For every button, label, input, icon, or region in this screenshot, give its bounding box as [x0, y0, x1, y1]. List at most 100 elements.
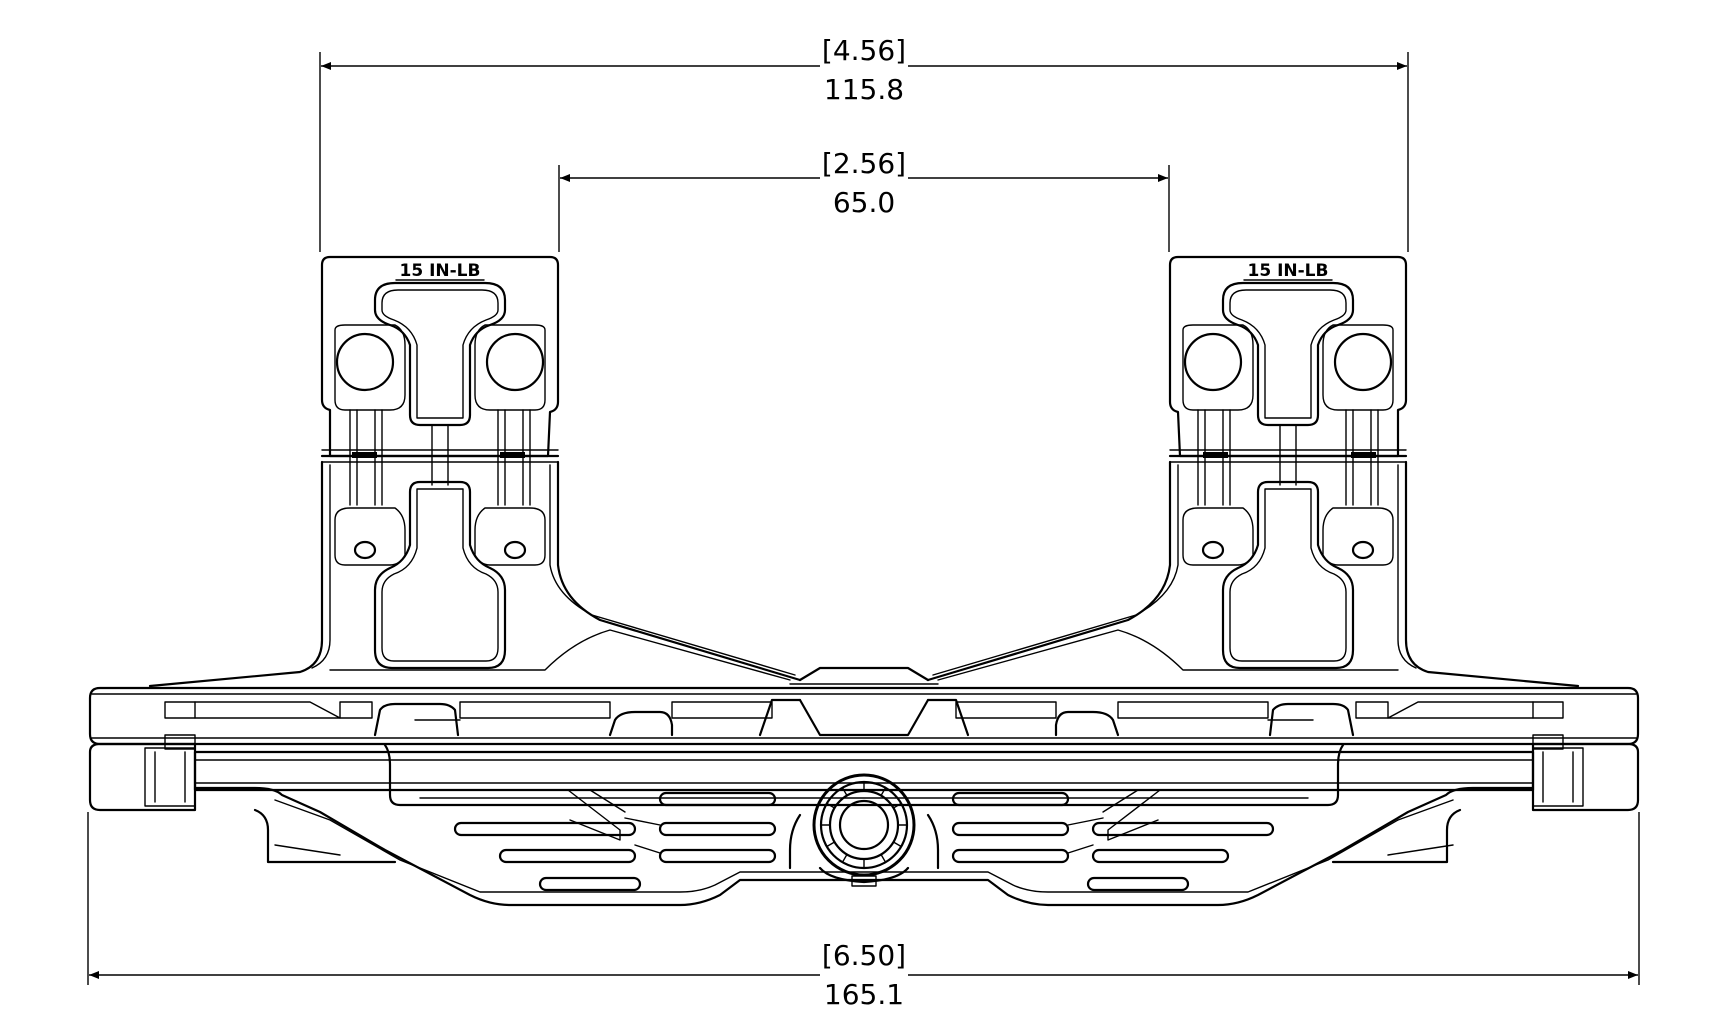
knob-ring	[819, 780, 909, 870]
knob-center	[838, 799, 890, 851]
slot	[951, 791, 1070, 807]
dimension-value-inch: [4.56]	[822, 34, 906, 67]
t-slot-upper	[373, 281, 507, 427]
slot	[453, 821, 637, 837]
knob-tooth	[880, 853, 887, 863]
knob-tooth	[880, 787, 887, 797]
dimension-inner-spacing: [2.56] 65.0	[558, 147, 1170, 252]
screw-hole	[1351, 540, 1375, 560]
t-slot-lower-inner	[381, 488, 499, 662]
rail-slot	[1387, 701, 1534, 719]
clamp-pocket	[1182, 507, 1254, 566]
clamp-knob	[788, 773, 940, 887]
clamp-body-outer	[193, 750, 1535, 792]
rail-slot	[164, 701, 196, 719]
ring-base-outline	[148, 460, 802, 688]
slot-guide	[1067, 817, 1104, 826]
slot	[538, 876, 642, 892]
slot	[1086, 876, 1190, 892]
knob-tooth	[892, 841, 902, 848]
knob-tooth	[841, 787, 848, 797]
clamp-pocket	[1322, 507, 1394, 566]
t-slot-lower	[373, 480, 507, 670]
slot	[951, 821, 1070, 837]
rail-slot	[1532, 701, 1564, 719]
dimension-value-mm: 115.8	[824, 73, 904, 106]
gap-mark	[352, 452, 377, 458]
knob-foot	[851, 875, 877, 887]
screw-hole	[503, 540, 527, 560]
ring-left: 15 IN-LB	[148, 255, 802, 688]
slot-guide	[1067, 844, 1094, 854]
clamp-pocket	[474, 507, 546, 566]
lightening-slots	[453, 791, 1275, 892]
ring-base-outline	[926, 460, 1580, 688]
clamp-center-block	[383, 743, 1345, 807]
torque-label: 15 IN-LB	[1248, 261, 1329, 281]
dimension-value-mm: 165.1	[824, 978, 904, 1011]
knob-teeth	[820, 781, 908, 869]
rail-end-cap-right	[1531, 742, 1640, 812]
knob-base	[818, 866, 910, 884]
rail-end-block	[164, 734, 196, 750]
rail-end-block	[144, 747, 196, 807]
screw-hole	[1201, 540, 1225, 560]
rail-end-cap-left	[88, 742, 197, 812]
gap-mark	[1203, 452, 1228, 458]
dimension-overall-length: [6.50] 165.1	[87, 812, 1640, 1011]
rail-slot	[955, 701, 1057, 719]
rail-slot	[459, 701, 611, 719]
bolt-hole	[335, 332, 395, 392]
rail-line	[274, 844, 341, 856]
dimension-ring-spacing: [4.56] 115.8	[319, 34, 1409, 252]
screw-hole	[353, 540, 377, 560]
dimension-value-inch: [2.56]	[822, 147, 906, 180]
t-slot-lower-inner	[1229, 488, 1347, 662]
bolt-pocket	[1322, 324, 1394, 411]
dimension-value-mm: 65.0	[833, 186, 895, 219]
bolt-pocket	[474, 324, 546, 411]
rail-lug	[1268, 702, 1355, 737]
center-bridge	[789, 666, 939, 737]
ramp-line	[589, 789, 626, 813]
rail-end-block	[1532, 734, 1564, 750]
rail-lug	[1054, 710, 1120, 737]
knob-outer	[812, 773, 916, 877]
slot	[658, 848, 777, 864]
ramp-line	[1102, 789, 1139, 813]
rail-lug	[926, 698, 970, 737]
slot-guide	[624, 817, 661, 826]
t-slot-upper	[1221, 281, 1355, 427]
knob-tooth	[826, 802, 836, 809]
bridge-notch	[798, 698, 930, 737]
slot	[951, 848, 1070, 864]
clamp-lower-plate-inner	[274, 799, 1454, 893]
slot	[658, 821, 777, 837]
gap-mark	[1351, 452, 1376, 458]
bolt-pocket	[1182, 324, 1254, 411]
t-slot-upper-inner	[381, 289, 499, 419]
ring-base-inner	[311, 464, 796, 676]
dimension-value-inch: [6.50]	[822, 939, 906, 972]
ring-right	[926, 255, 1580, 688]
ring-base-inner	[937, 629, 1399, 681]
rail-slot	[671, 701, 773, 719]
rail-base	[88, 686, 1640, 907]
rail-bottom-lip	[253, 808, 1462, 864]
bridge-top-plate	[798, 666, 930, 682]
bolt-hole	[1333, 332, 1393, 392]
knob-housing	[788, 813, 940, 870]
slot-guide	[634, 844, 661, 854]
ring-base-inner	[932, 464, 1417, 676]
rail-lug	[373, 702, 460, 737]
bolt-hole	[485, 332, 545, 392]
rail-slot	[194, 701, 341, 719]
knob-tooth	[841, 853, 848, 863]
rail-line	[1387, 844, 1454, 856]
knob-tooth	[826, 841, 836, 848]
rail-lug	[608, 710, 674, 737]
rail-end-block	[1532, 747, 1584, 807]
clamp-pocket	[334, 507, 406, 566]
rail-slot	[1117, 701, 1269, 719]
t-slot-lower	[1221, 480, 1355, 670]
